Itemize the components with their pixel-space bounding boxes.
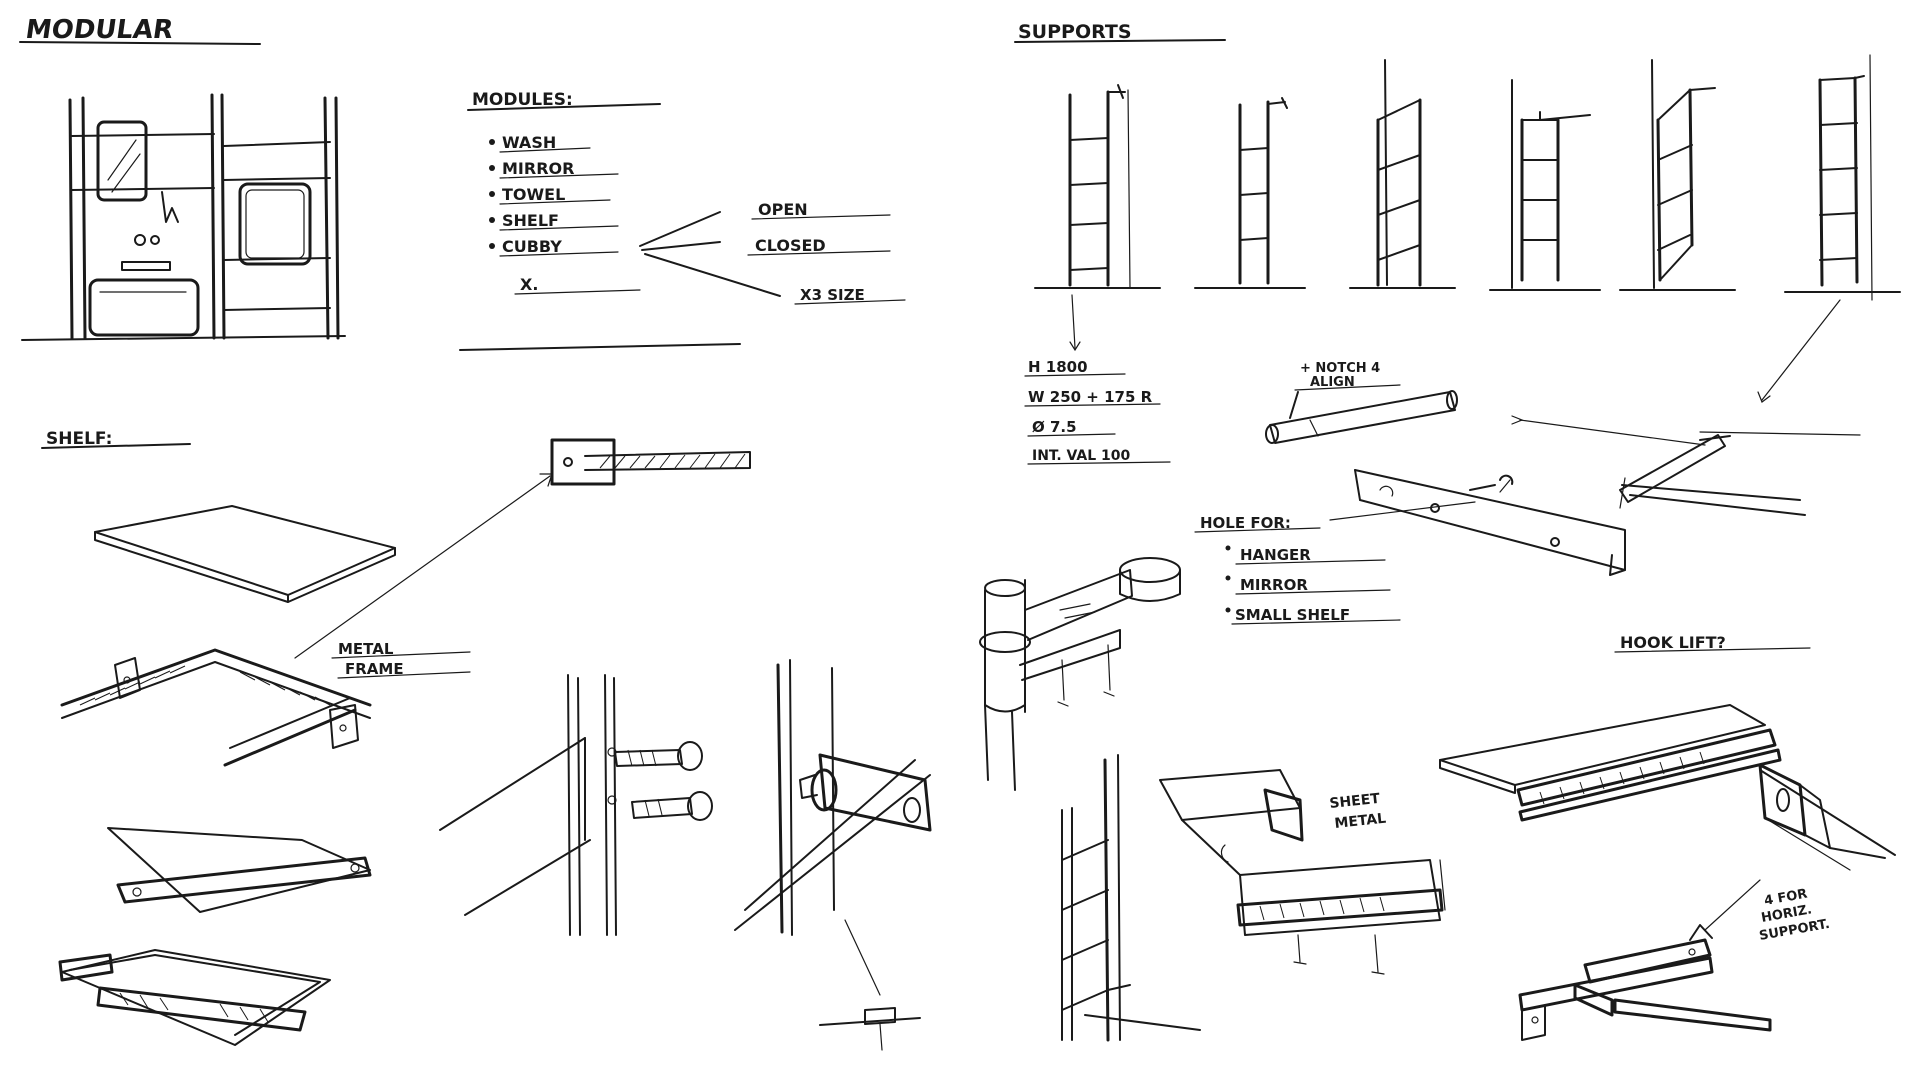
sheet-metal-label-line1: SHEET <box>1329 791 1381 812</box>
metal-frame-sketch <box>60 648 372 767</box>
module-item-x: X. <box>520 275 538 294</box>
dimension-height: H 1800 <box>1028 358 1088 376</box>
modular-unit-sketch <box>21 93 346 341</box>
hole-for-notes: HOLE FOR: HANGER MIRROR SMALL SHELF <box>1194 514 1401 625</box>
dimension-width: W 250 + 175 R <box>1028 388 1153 406</box>
module-item-cubby: CUBBY <box>502 237 562 256</box>
metal-frame-label-line2: FRAME <box>345 660 404 678</box>
screw-detail-sketch <box>439 674 713 936</box>
module-item-mirror: MIRROR <box>502 159 574 178</box>
modular-title: MODULAR <box>24 15 175 45</box>
hanger-detail-sketch <box>979 557 1181 791</box>
dimension-diameter: Ø 7.5 <box>1032 418 1077 436</box>
module-item-towel: TOWEL <box>502 185 565 204</box>
hole-for-heading: HOLE FOR: <box>1200 514 1291 532</box>
supports-rails-sketch <box>1034 54 1901 301</box>
hole-for-hanger: HANGER <box>1240 546 1311 564</box>
horizontal-support-sketch: 4 FOR HORIZ. SUPPORT. <box>1518 763 1896 1041</box>
bracket-detail <box>550 438 751 486</box>
modular-title-group: MODULAR <box>19 15 261 45</box>
horiz-support-line1: 4 FOR <box>1763 887 1808 909</box>
dimension-interval: INT. VAL 100 <box>1032 448 1131 464</box>
notch-tube-sketch: + NOTCH 4 ALIGN <box>1265 361 1458 444</box>
notch-label-line1: + NOTCH 4 <box>1300 361 1380 376</box>
sheet-metal-label-line2: METAL <box>1334 811 1387 832</box>
hook-lift-title: HOOK LIFT? <box>1620 633 1726 652</box>
notch-label-line2: ALIGN <box>1310 375 1355 390</box>
angled-rail-sketch <box>1329 469 1626 576</box>
module-item-wash: WASH <box>502 133 556 152</box>
cubby-option-open: OPEN <box>758 200 808 219</box>
right-bracket-sketch <box>1511 299 1861 516</box>
shelf-title: SHELF: <box>46 429 112 449</box>
modules-heading: MODULES: <box>472 90 573 110</box>
hole-for-small-shelf: SMALL SHELF <box>1235 606 1350 624</box>
hole-for-mirror: MIRROR <box>1240 576 1308 594</box>
module-item-shelf: SHELF <box>502 211 559 230</box>
supports-title: SUPPORTS <box>1018 21 1132 43</box>
dimension-notes: H 1800 W 250 + 175 R Ø 7.5 INT. VAL 100 <box>1024 294 1171 465</box>
plate-bolt-sketch <box>734 659 932 1051</box>
modules-list: MODULES: WASH MIRROR TOWEL SHELF CUBBY X… <box>459 90 906 351</box>
supports-title-group: SUPPORTS <box>1014 21 1226 43</box>
metal-frame-label-line1: METAL <box>338 640 394 658</box>
shelf-section: SHELF: <box>41 429 751 1046</box>
hook-lift-section: HOOK LIFT? <box>1439 633 1811 822</box>
sheet-metal-sketch: SHEET METAL <box>1061 754 1446 1042</box>
cubby-option-x3size: X3 SIZE <box>800 286 865 304</box>
cubby-option-closed: CLOSED <box>755 236 826 255</box>
